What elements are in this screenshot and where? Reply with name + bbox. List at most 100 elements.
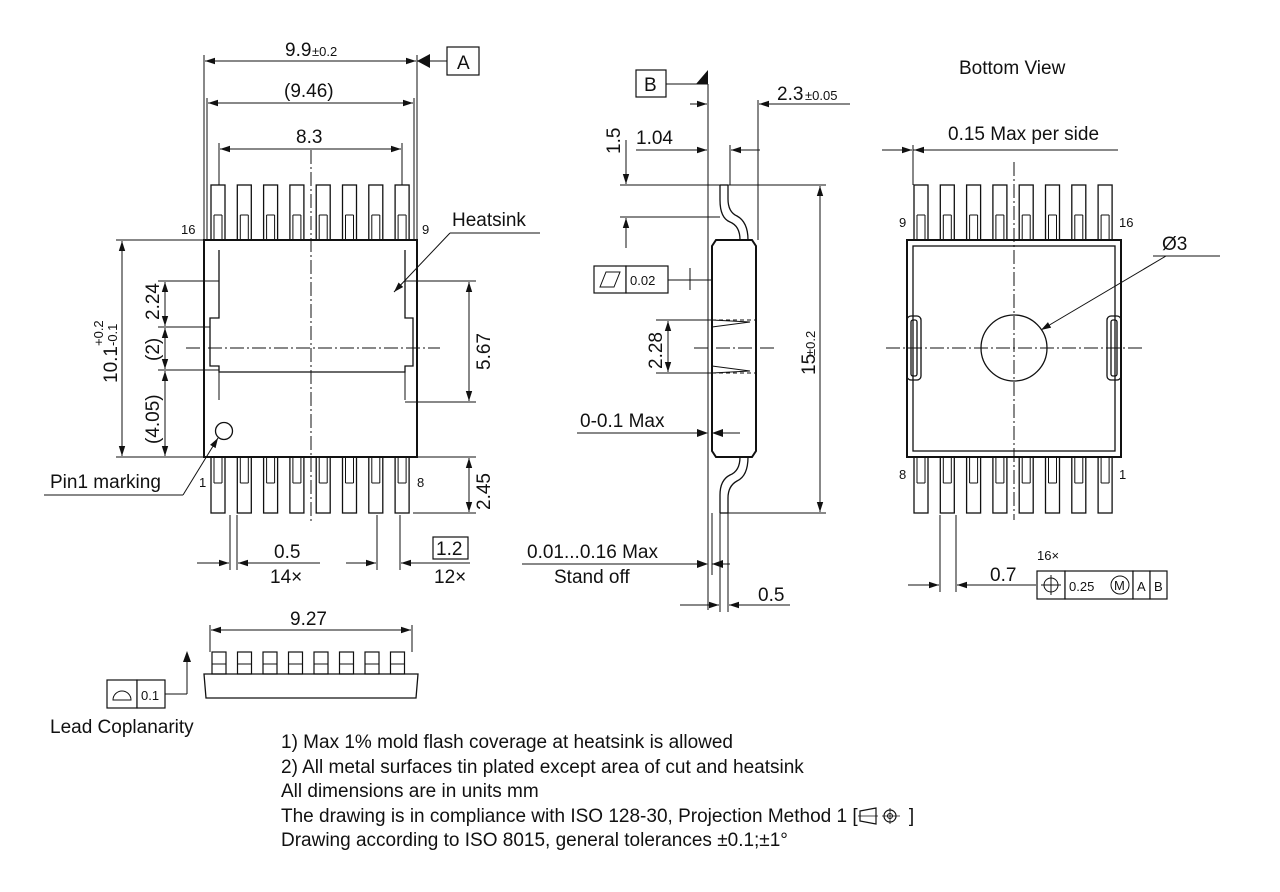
lead	[913, 184, 929, 241]
thickness-value: 2.3	[777, 84, 803, 105]
hole-diameter: Ø3	[1162, 234, 1187, 255]
dim-2-28: 2.28	[646, 332, 667, 369]
front-top-leads	[210, 184, 410, 241]
note-4-close: ]	[908, 805, 915, 827]
profile-symbol-box	[106, 679, 138, 709]
notes-block: 1) Max 1% mold flash coverage at heatsin…	[281, 731, 1041, 854]
lead	[1071, 456, 1087, 514]
dim-2-24: 2.24	[143, 283, 164, 320]
lead	[1044, 456, 1061, 514]
height-total-base: 10.1	[101, 346, 122, 383]
coplanarity-value: 0.1	[141, 688, 159, 703]
dim-5-67: 5.67	[474, 333, 495, 370]
pos-modifier: M	[1114, 578, 1125, 593]
coplanar-lead	[364, 651, 380, 675]
lead	[1097, 456, 1113, 514]
note-4: The drawing is in compliance with ISO 12…	[281, 805, 1041, 830]
dim-2-45: 2.45	[474, 473, 495, 510]
note-5: Drawing according to ISO 8015, general t…	[281, 830, 788, 851]
projection-symbol-icon	[857, 806, 900, 825]
note-4-text: The drawing is in compliance with ISO 12…	[281, 805, 858, 827]
datum-a-label: A	[457, 53, 470, 74]
lead	[1018, 456, 1034, 514]
pos-tolerance: 0.25	[1069, 579, 1094, 594]
heatsink-label: Heatsink	[452, 210, 526, 231]
lead	[368, 184, 384, 241]
datum-a-box	[446, 46, 480, 76]
bottom-pin-8: 8	[899, 467, 906, 482]
front-pin-1: 1	[199, 475, 206, 490]
pin1-label: Pin1 marking	[50, 472, 161, 493]
standoff-label: Stand off	[554, 567, 630, 588]
lead	[394, 184, 410, 241]
front-pin-16: 16	[181, 222, 195, 237]
coplanar-lead	[389, 651, 406, 675]
lead	[939, 456, 955, 514]
note-2: 2) All metal surfaces tin plated except …	[281, 756, 804, 778]
pitch-value: 0.5	[274, 542, 300, 563]
lead	[315, 456, 331, 514]
lead	[394, 456, 410, 514]
lead	[210, 456, 226, 514]
flatness-value: 0.02	[630, 273, 655, 288]
coplanar-lead	[262, 651, 278, 675]
width-total-value: 9.9	[285, 40, 311, 61]
coplanarity-view: 9.27 0.1 Lead Coplanarity	[50, 609, 419, 738]
flatness-value-box	[625, 265, 669, 294]
lead-width: 0.7	[990, 565, 1016, 586]
bottom-pin-16: 16	[1119, 215, 1133, 230]
length-value: 15	[799, 354, 820, 375]
lead	[262, 456, 279, 514]
lead	[289, 184, 305, 241]
lead	[965, 184, 982, 241]
lead	[992, 184, 1008, 241]
profile-value-box	[136, 679, 166, 709]
front-pin-8: 8	[417, 475, 424, 490]
datum-b-box	[635, 69, 667, 98]
gap-label: 0-0.1 Max	[580, 411, 665, 432]
pos-ref-b: B	[1154, 579, 1163, 594]
length-tol: ±0.2	[803, 331, 818, 356]
coplanarity-leads	[211, 651, 406, 675]
lead	[315, 184, 331, 241]
lead	[341, 184, 358, 241]
lead	[341, 456, 358, 514]
basic-pitch-box	[432, 536, 469, 560]
pitch-count: 14×	[270, 567, 302, 588]
lead	[913, 456, 929, 514]
side-body-outline	[711, 239, 757, 458]
heatsink-outline	[209, 281, 414, 373]
front-view: 9.9 ±0.2 A (9.46) 8.3 Heatsink 16 9 1 8 …	[44, 40, 540, 588]
pos-count: 16×	[1037, 548, 1059, 563]
thickness-tol: ±0.05	[805, 88, 837, 103]
coplanarity-label: Lead Coplanarity	[50, 717, 194, 738]
front-pin-9: 9	[422, 222, 429, 237]
flatness-symbol-box	[593, 265, 627, 294]
lead	[289, 456, 305, 514]
standoff-value: 0.01...0.16 Max	[527, 542, 658, 563]
note-3: All dimensions are in units mm	[281, 781, 539, 802]
lead	[1044, 184, 1061, 241]
flash-note: 0.15 Max per side	[948, 124, 1099, 145]
basic-pitch: 1.2	[436, 539, 462, 560]
dim-1-04: 1.04	[636, 128, 673, 149]
lead	[1071, 184, 1087, 241]
height-total-tol-plus: +0.2	[91, 320, 106, 346]
lead	[236, 184, 252, 241]
dim-2-ref: (2)	[143, 338, 164, 361]
width-inner: 8.3	[296, 127, 322, 148]
note-1: 1) Max 1% mold flash coverage at heatsin…	[281, 732, 734, 753]
coplanarity-body	[203, 673, 419, 699]
datum-b-label: B	[644, 75, 657, 96]
lead	[939, 184, 955, 241]
coplanar-lead	[338, 651, 355, 675]
coplanar-lead	[211, 651, 227, 675]
lead	[992, 456, 1008, 514]
bottom-top-leads	[913, 184, 1113, 241]
dim-4-05: (4.05)	[143, 394, 164, 444]
basic-count: 12×	[434, 567, 466, 588]
front-bottom-leads	[210, 456, 410, 514]
coplanar-lead	[287, 651, 304, 675]
lead	[368, 456, 384, 514]
